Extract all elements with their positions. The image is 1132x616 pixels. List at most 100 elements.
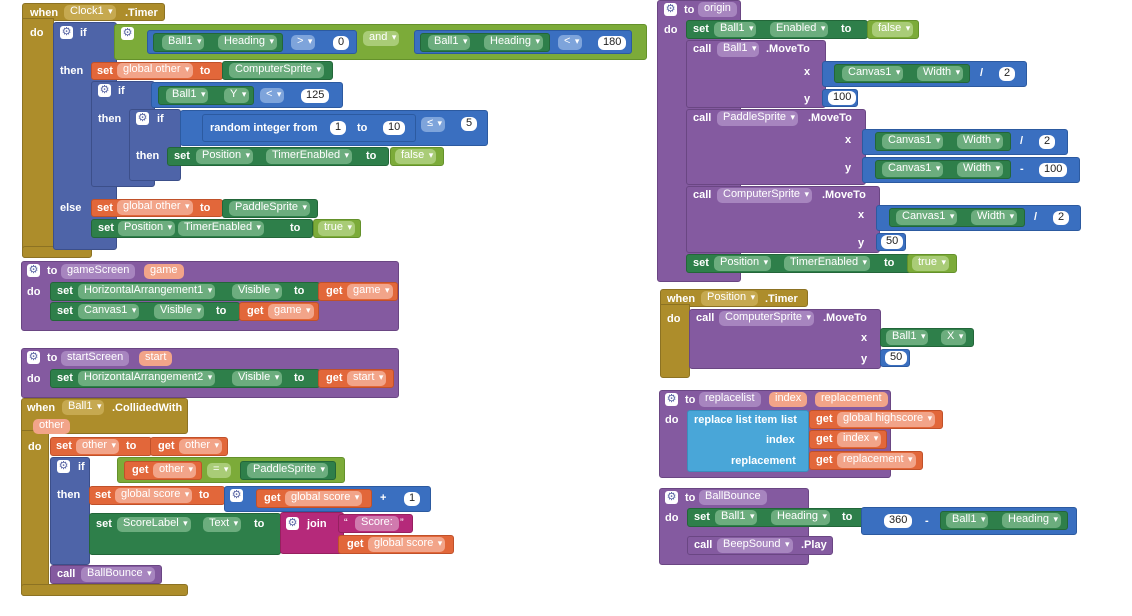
param-index[interactable]: index: [769, 392, 808, 407]
game-var-dropdown-2[interactable]: game: [268, 304, 314, 319]
gear-icon[interactable]: ⚙: [136, 112, 149, 125]
heading-property-dropdown[interactable]: Heading: [218, 35, 277, 50]
position-component-dropdown[interactable]: Position: [701, 291, 759, 306]
gear-icon[interactable]: ⚙: [57, 460, 70, 473]
gear-icon[interactable]: ⚙: [27, 264, 40, 277]
lt-operator-dropdown-2[interactable]: <: [260, 88, 285, 103]
other-var-dropdown[interactable]: other: [76, 439, 120, 454]
ha2-component-dropdown[interactable]: HorizontalArrangement2: [78, 371, 216, 386]
x-property-dropdown[interactable]: X: [941, 330, 967, 345]
beepsound-component-dropdown[interactable]: BeepSound: [717, 538, 793, 553]
timerenabled-property-dropdown-2[interactable]: TimerEnabled: [178, 221, 265, 236]
timerenabled-property-dropdown-3[interactable]: TimerEnabled: [784, 256, 871, 271]
collide-if-block[interactable]: [50, 457, 90, 565]
enabled-property-dropdown[interactable]: Enabled: [770, 22, 829, 37]
canvas-component-dropdown[interactable]: Canvas1: [78, 304, 140, 319]
width-property-dropdown-3[interactable]: Width: [957, 162, 1004, 177]
le-operator-dropdown[interactable]: ≤: [421, 117, 446, 132]
canvas-component-dropdown-4[interactable]: Canvas1: [896, 210, 958, 225]
gear-icon[interactable]: ⚙: [121, 27, 134, 40]
number-360-field[interactable]: 360: [884, 514, 913, 528]
and-operator-dropdown[interactable]: and: [363, 31, 400, 46]
index-var-dropdown[interactable]: index: [837, 432, 882, 447]
heading-property-dropdown-2[interactable]: Heading: [1002, 513, 1061, 528]
global-score-get-dropdown[interactable]: global score: [285, 491, 363, 506]
false-dropdown[interactable]: false: [395, 149, 437, 164]
paddle-sprite-dropdown[interactable]: PaddleSprite: [229, 201, 310, 216]
other-get-dropdown-2[interactable]: other: [153, 463, 197, 478]
number-50-field[interactable]: 50: [881, 235, 904, 249]
number-125-field[interactable]: 125: [301, 89, 330, 103]
procedure-name-field[interactable]: BallBounce: [699, 490, 767, 505]
replacement-var-dropdown[interactable]: replacement: [837, 453, 916, 468]
ball-component-dropdown-3[interactable]: Ball1: [166, 88, 209, 103]
paddle-sprite-dropdown-2[interactable]: PaddleSprite: [247, 463, 328, 478]
number-10-field[interactable]: 10: [383, 121, 406, 135]
true-dropdown[interactable]: true: [912, 256, 949, 271]
game-var-dropdown[interactable]: game: [347, 284, 393, 299]
number-1-field[interactable]: 1: [330, 121, 347, 135]
position-component-dropdown[interactable]: Position: [196, 149, 254, 164]
number-2-field-2[interactable]: 2: [1039, 135, 1056, 149]
global-other-dropdown-2[interactable]: global other: [117, 200, 193, 215]
lt-operator-dropdown[interactable]: <: [558, 35, 583, 50]
global-other-dropdown[interactable]: global other: [117, 63, 193, 78]
visible-property-dropdown-3[interactable]: Visible: [232, 371, 283, 386]
computer-sprite-dropdown[interactable]: ComputerSprite: [229, 63, 325, 78]
param-game[interactable]: game: [144, 264, 184, 279]
gear-icon[interactable]: ⚙: [665, 491, 678, 504]
param-other[interactable]: other: [33, 419, 71, 434]
number-2-field[interactable]: 2: [999, 67, 1016, 81]
replace-list-item-block[interactable]: [687, 410, 809, 472]
ball-component-dropdown-2[interactable]: Ball1: [717, 42, 760, 57]
ball-component-dropdown[interactable]: Ball1: [886, 330, 929, 345]
ball-component-dropdown[interactable]: Ball1: [162, 35, 205, 50]
width-property-dropdown[interactable]: Width: [917, 66, 964, 81]
gear-icon[interactable]: ⚙: [27, 351, 40, 364]
computer-sprite-proc-dropdown-2[interactable]: ComputerSprite: [719, 311, 815, 326]
text-property-dropdown[interactable]: Text: [203, 517, 242, 532]
ball-component-dropdown-2[interactable]: Ball1: [946, 513, 989, 528]
ha1-component-dropdown[interactable]: HorizontalArrangement1: [78, 284, 216, 299]
number-100-field[interactable]: 100: [828, 91, 857, 105]
procedure-name-field[interactable]: origin: [698, 2, 737, 17]
procedure-name-field[interactable]: replacelist: [699, 392, 761, 407]
width-property-dropdown-2[interactable]: Width: [957, 134, 1004, 149]
heading-property-dropdown[interactable]: Heading: [771, 510, 830, 525]
gear-icon[interactable]: ⚙: [230, 489, 243, 502]
number-100-field-2[interactable]: 100: [1039, 163, 1068, 177]
procedure-name-field[interactable]: gameScreen: [61, 264, 136, 279]
number-2-field-3[interactable]: 2: [1053, 211, 1070, 225]
global-highscore-dropdown[interactable]: global highscore: [837, 412, 936, 427]
number-5-field[interactable]: 5: [461, 117, 478, 131]
number-0-field[interactable]: 0: [333, 36, 350, 50]
scorelabel-component-dropdown[interactable]: ScoreLabel: [117, 517, 191, 532]
collided-with-event-block[interactable]: [21, 398, 188, 434]
number-180-field[interactable]: 180: [598, 36, 627, 50]
gear-icon[interactable]: ⚙: [60, 26, 73, 39]
ball-component-dropdown[interactable]: Ball1: [62, 400, 105, 415]
visible-property-dropdown-2[interactable]: Visible: [154, 304, 205, 319]
y-property-dropdown[interactable]: Y: [224, 88, 250, 103]
computer-sprite-proc-dropdown[interactable]: ComputerSprite: [717, 188, 813, 203]
other-get-dropdown[interactable]: other: [179, 439, 223, 454]
position-component-dropdown-2[interactable]: Position: [118, 221, 176, 236]
ball-component-dropdown[interactable]: Ball1: [714, 22, 757, 37]
canvas-component-dropdown-2[interactable]: Canvas1: [882, 134, 944, 149]
param-replacement[interactable]: replacement: [815, 392, 888, 407]
paddle-sprite-proc-dropdown[interactable]: PaddleSprite: [717, 111, 798, 126]
start-var-dropdown[interactable]: start: [347, 371, 387, 386]
gear-icon[interactable]: ⚙: [665, 393, 678, 406]
global-score-get-dropdown-2[interactable]: global score: [368, 537, 446, 552]
score-text-field[interactable]: Score:: [355, 516, 399, 531]
ball-bounce-proc-dropdown[interactable]: BallBounce: [81, 567, 155, 582]
number-50-field[interactable]: 50: [885, 351, 908, 365]
ball-component-dropdown-2[interactable]: Ball1: [428, 35, 471, 50]
position-component-dropdown-3[interactable]: Position: [714, 256, 772, 271]
canvas-component-dropdown-3[interactable]: Canvas1: [882, 162, 944, 177]
visible-property-dropdown[interactable]: Visible: [232, 284, 283, 299]
param-start[interactable]: start: [139, 351, 173, 366]
gear-icon[interactable]: ⚙: [98, 84, 111, 97]
eq-operator-dropdown[interactable]: =: [207, 463, 232, 478]
number-1-field[interactable]: 1: [404, 492, 421, 506]
